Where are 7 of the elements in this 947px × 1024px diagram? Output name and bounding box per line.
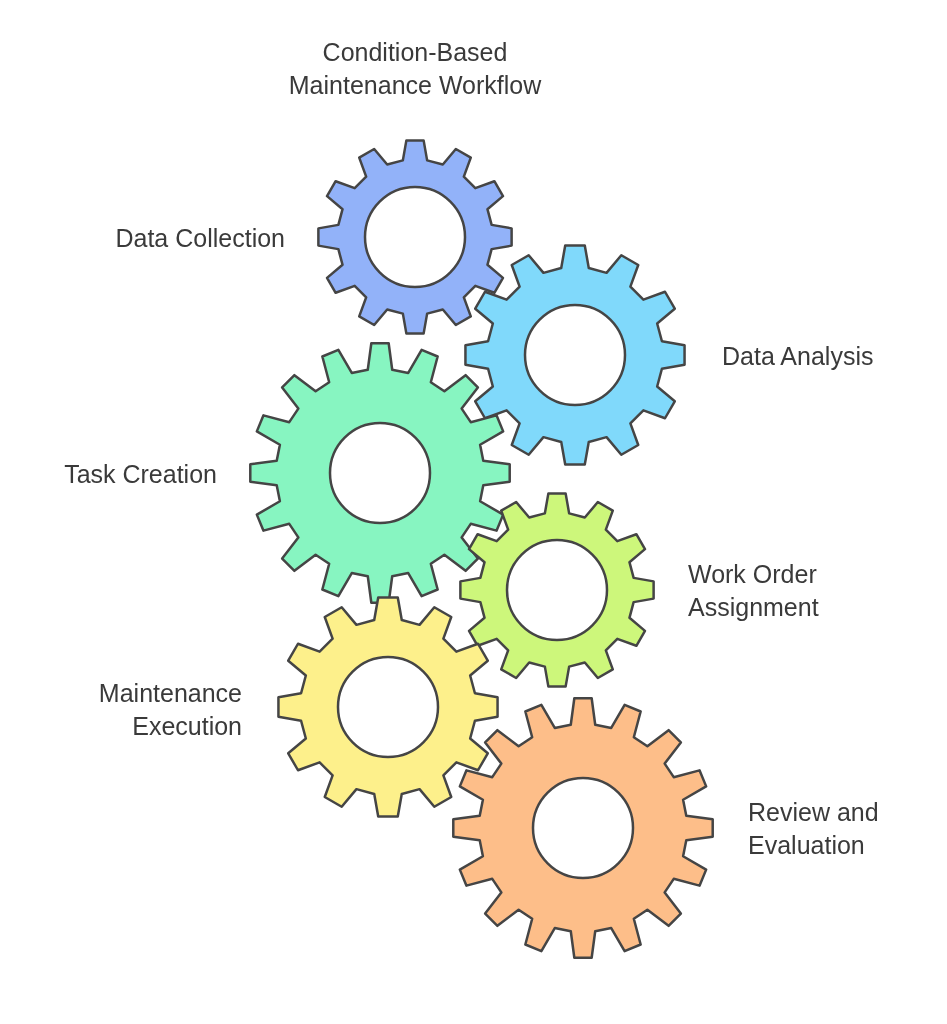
- step-label: Task Creation: [63, 459, 217, 490]
- step-label: Data Analysis: [722, 341, 875, 372]
- step-label: Maintenance Execution: [97, 678, 242, 742]
- diagram-title: Condition-Based Maintenance Workflow: [287, 37, 543, 101]
- step-label: Work Order Assignment: [688, 559, 820, 623]
- step-label: Data Collection: [114, 223, 285, 254]
- step-label: Review and Evaluation: [748, 797, 880, 861]
